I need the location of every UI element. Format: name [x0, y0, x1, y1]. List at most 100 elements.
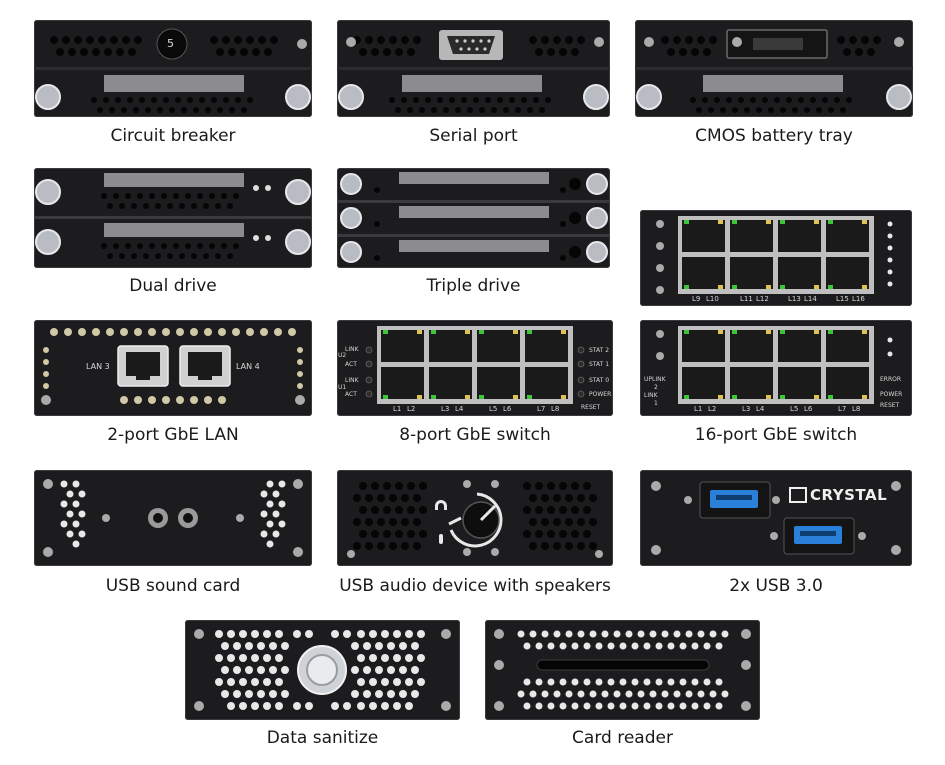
switch16-label-error: ERROR [880, 376, 902, 383]
crystal-brand-logo: CRYSTAL [810, 486, 888, 504]
module-triple-drive: Triple drive [337, 168, 610, 300]
switch8-label-l3: L3 [441, 405, 450, 413]
switch16-label-l6: L6 [804, 405, 813, 413]
switch16-label-l9: L9 [692, 295, 701, 303]
caption-card-reader: Card reader [572, 728, 673, 748]
caption-usb-sound-card: USB sound card [105, 576, 241, 596]
switch8-label-act-u1: ACT [345, 391, 357, 398]
circuit-breaker-graphic [34, 28, 312, 113]
switch16-label-l11: L11 [740, 295, 753, 303]
switch16-label-l15: L15 [836, 295, 849, 303]
switch8-label-power: POWER [589, 391, 612, 398]
switch8-label-link-u2: LINK [345, 346, 359, 353]
switch16-label-l13: L13 [788, 295, 801, 303]
switch8-label-l7: L7 [537, 405, 546, 413]
switch8-graphic [365, 326, 585, 404]
switch16-label-l14: L14 [804, 295, 817, 303]
switch8-label-l1: L1 [393, 405, 402, 413]
switch8-panel: U2 LINK ACT U1 LINK ACT STAT 2 STAT 1 ST… [337, 320, 613, 416]
switch16-label-uplink-2: 2 [654, 384, 658, 391]
lan2-panel: LAN 3 LAN 4 [34, 320, 312, 416]
switch8-label-u1: U1 [338, 384, 347, 391]
switch16-label-l8: L8 [852, 405, 861, 413]
switch16-label-l3: L3 [742, 405, 751, 413]
switch8-label-reset: RESET [581, 404, 601, 411]
usb-sound-card-graphic [43, 479, 303, 557]
switch16-label-l2: L2 [708, 405, 717, 413]
breaker-knob-label: 5 [167, 37, 174, 50]
switch8-label-l4: L4 [455, 405, 464, 413]
switch8-label-stat0: STAT 0 [589, 377, 610, 384]
switch16-label-link: LINK [644, 392, 658, 399]
module-8-port-gbe-switch: U2 LINK ACT U1 LINK ACT STAT 2 STAT 1 ST… [337, 320, 613, 450]
caption-data-sanitize: Data sanitize [266, 728, 379, 748]
switch16-label-link-1: 1 [654, 400, 658, 407]
switch8-label-stat2: STAT 2 [589, 347, 610, 354]
switch8-label-u2: U2 [338, 352, 347, 359]
caption-2x-usb-3: 2x USB 3.0 [729, 576, 823, 596]
switch8-label-act-u2: ACT [345, 361, 357, 368]
switch8-label-l6: L6 [503, 405, 512, 413]
module-usb-audio-speakers: USB audio device with speakers [337, 470, 613, 600]
module-serial-port: Serial port [337, 20, 610, 150]
module-2x-usb-3: CRYSTAL 2x USB 3.0 [640, 470, 912, 600]
usb-audio-panel [337, 470, 613, 566]
switch16-label-l10: L10 [706, 295, 719, 303]
usb-audio-graphic [347, 480, 603, 558]
usb-sound-card-panel [34, 470, 312, 566]
dual-drive-panel [34, 168, 312, 268]
switch8-label-l8: L8 [551, 405, 560, 413]
serial-port-panel [337, 20, 610, 117]
switch16-label-reset: RESET [880, 402, 900, 409]
switch8-label-l2: L2 [407, 405, 416, 413]
module-data-sanitize: Data sanitize [185, 620, 460, 755]
triple-drive-panel [337, 168, 610, 268]
caption-serial-port: Serial port [429, 126, 518, 146]
caption-2-port-gbe-lan: 2-port GbE LAN [107, 425, 239, 445]
caption-usb-audio-speakers: USB audio device with speakers [339, 576, 611, 596]
cmos-battery-panel [635, 20, 913, 117]
switch16-top-panel [640, 210, 912, 306]
data-sanitize-graphic [194, 629, 451, 711]
circuit-breaker-panel: 5 [34, 20, 312, 117]
lan3-label: LAN 3 [86, 362, 110, 371]
usb3-graphic [651, 481, 901, 555]
caption-triple-drive: Triple drive [426, 276, 521, 296]
cmos-battery-graphic [635, 29, 913, 113]
card-reader-graphic [494, 629, 751, 711]
switch16-label-l5: L5 [790, 405, 799, 413]
module-dual-drive: Dual drive [34, 168, 312, 300]
dual-drive-graphic [34, 173, 312, 259]
switch8-label-link-u1: LINK [345, 377, 359, 384]
switch8-label-stat1: STAT 1 [589, 361, 610, 368]
switch16-bottom-panel [640, 320, 912, 416]
module-usb-sound-card: USB sound card [34, 470, 312, 600]
switch16-label-power: POWER [880, 391, 903, 398]
usb3-panel: CRYSTAL [640, 470, 912, 566]
caption-16-port-gbe-switch: 16-port GbE switch [694, 425, 858, 445]
switch16-label-l7: L7 [838, 405, 847, 413]
switch16-bottom-graphic [656, 326, 893, 404]
module-circuit-breaker: 5 Circuit breaker [34, 20, 312, 150]
module-card-reader: Card reader [485, 620, 760, 755]
switch16-label-l16: L16 [852, 295, 865, 303]
switch16-label-l12: L12 [756, 295, 769, 303]
switch8-label-l5: L5 [489, 405, 498, 413]
switch16-top-graphic [656, 216, 893, 294]
serial-port-graphic [337, 30, 610, 113]
triple-drive-graphic [337, 172, 610, 263]
module-2-port-gbe-lan: LAN 3 LAN 4 2-port GbE LAN [34, 320, 312, 450]
card-reader-panel [485, 620, 760, 720]
switch16-label-l4: L4 [756, 405, 765, 413]
switch16-label-uplink: UPLINK [644, 376, 666, 383]
data-sanitize-panel [185, 620, 460, 720]
caption-dual-drive: Dual drive [129, 276, 217, 296]
lan4-label: LAN 4 [236, 362, 260, 371]
module-16-port-gbe-switch: L9 L10 L11 L12 L13 L14 L15 L16 L1 L2 L3 … [640, 210, 912, 450]
lan2-graphic [41, 328, 305, 405]
module-cmos-battery-tray: CMOS battery tray [635, 20, 913, 150]
caption-circuit-breaker: Circuit breaker [110, 126, 236, 146]
switch16-label-l1: L1 [694, 405, 703, 413]
caption-8-port-gbe-switch: 8-port GbE switch [399, 425, 551, 445]
caption-cmos-battery-tray: CMOS battery tray [695, 126, 853, 146]
